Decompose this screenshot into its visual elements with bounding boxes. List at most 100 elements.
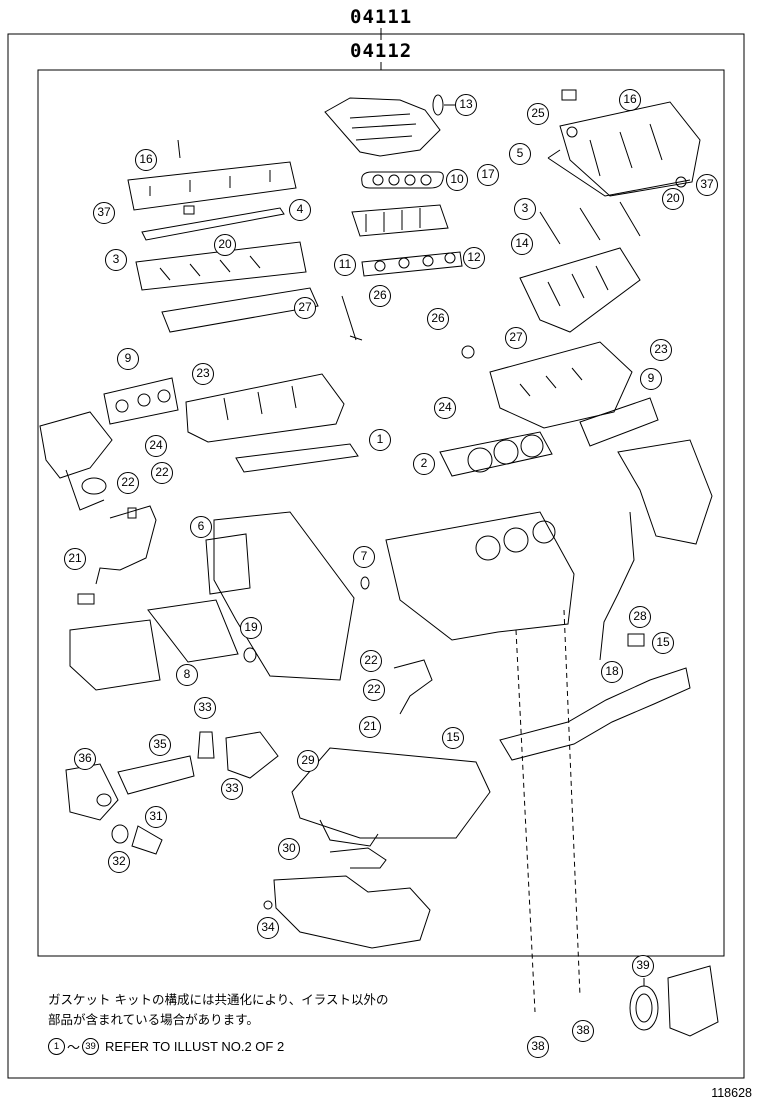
plenum-gasket-10-drawing [361, 171, 444, 189]
callout-25[interactable]: 25 [527, 103, 549, 125]
head-gasket-2-drawing [439, 431, 553, 477]
callout-20-right[interactable]: 20 [662, 188, 684, 210]
callout-36[interactable]: 36 [74, 748, 96, 770]
oil-pan-lower-drawing [273, 875, 431, 949]
outer-frame [7, 33, 745, 1079]
callout-8[interactable]: 8 [176, 664, 198, 686]
o-ring-32 [111, 824, 129, 844]
callout-9-right[interactable]: 9 [640, 368, 662, 390]
reference-start-callout: 1 [48, 1038, 65, 1055]
left-exhaust-pipe [65, 469, 105, 511]
left-cam-housing-detail [159, 255, 261, 281]
exhaust-gasket-9-left-drawing [103, 377, 179, 425]
callout-22-c[interactable]: 22 [360, 650, 382, 672]
callout-39[interactable]: 39 [632, 955, 654, 977]
callout-3-left[interactable]: 3 [105, 249, 127, 271]
oil-pan-upper-drawing [291, 747, 491, 839]
callout-33-bottom[interactable]: 33 [221, 778, 243, 800]
water-pump-gasket-6-drawing [205, 533, 251, 595]
lower-intake-detail [365, 208, 421, 232]
left-valve-cover-bolts [149, 170, 271, 196]
gasket-11-port-a [374, 260, 386, 272]
callout-7[interactable]: 7 [353, 546, 375, 568]
gasket-9-left-port-a [115, 399, 129, 413]
callout-2[interactable]: 2 [413, 453, 435, 475]
callout-34[interactable]: 34 [257, 917, 279, 939]
seal-19 [243, 647, 257, 663]
callout-23-left[interactable]: 23 [192, 363, 214, 385]
callout-28[interactable]: 28 [629, 606, 651, 628]
spark-seals-20-right [539, 201, 641, 245]
reference-text: REFER TO ILLUST NO.2 OF 2 [105, 1039, 285, 1054]
callout-15-bottom[interactable]: 15 [442, 727, 464, 749]
seal-37-right [675, 176, 687, 188]
note-japanese-line-1: ガスケット キットの構成には共通化により、イラスト以外の [48, 992, 389, 1007]
drain-plug-34 [263, 900, 273, 910]
head-gasket-1-drawing [235, 443, 359, 473]
callout-35[interactable]: 35 [149, 734, 171, 756]
callout-6[interactable]: 6 [190, 516, 212, 538]
block-bore-a [475, 535, 501, 561]
callout-26-right[interactable]: 26 [427, 308, 449, 330]
callout-22-d[interactable]: 22 [363, 679, 385, 701]
callout-4[interactable]: 4 [289, 199, 311, 221]
callout-27-left[interactable]: 27 [294, 297, 316, 319]
water-inlet-drawing [225, 731, 279, 779]
callout-15-right[interactable]: 15 [652, 632, 674, 654]
callout-37-right[interactable]: 37 [696, 174, 718, 196]
seal-25 [566, 126, 578, 138]
callout-38-left[interactable]: 38 [527, 1036, 549, 1058]
callout-9-left[interactable]: 9 [117, 348, 139, 370]
callout-29[interactable]: 29 [297, 750, 319, 772]
rear-oil-seal-39-inner [635, 993, 653, 1023]
callout-10[interactable]: 10 [446, 169, 468, 191]
note-japanese-line-2: 部品が含まれている場合があります。 [48, 1012, 259, 1027]
callout-18[interactable]: 18 [601, 661, 623, 683]
note-japanese: ガスケット キットの構成には共通化により、イラスト以外の 部品が含まれている場合… [48, 990, 468, 1030]
callout-16-left[interactable]: 16 [135, 149, 157, 171]
callout-32[interactable]: 32 [108, 851, 130, 873]
callout-5[interactable]: 5 [509, 143, 531, 165]
callout-33-top[interactable]: 33 [194, 697, 216, 719]
gasket-9-left-port-c [157, 389, 171, 403]
water-pipe-left-drawing [95, 505, 157, 585]
rear-seal-retainer-drawing [667, 965, 719, 1037]
water-pipe-right-drawing [499, 667, 691, 761]
callout-31[interactable]: 31 [145, 806, 167, 828]
valve-cover-gasket-4-drawing [141, 207, 285, 241]
callout-24-left[interactable]: 24 [145, 435, 167, 457]
callout-37-left[interactable]: 37 [93, 202, 115, 224]
callout-16-right[interactable]: 16 [619, 89, 641, 111]
callout-12[interactable]: 12 [463, 247, 485, 269]
callout-22-b[interactable]: 22 [151, 462, 173, 484]
callout-19[interactable]: 19 [240, 617, 262, 639]
gasket-10-port-d [420, 174, 432, 186]
callout-21-left[interactable]: 21 [64, 548, 86, 570]
gasket-11-port-b [398, 257, 410, 269]
callout-26-left[interactable]: 26 [369, 285, 391, 307]
callout-30[interactable]: 30 [278, 838, 300, 860]
gasket-9-left-port-b [137, 393, 151, 407]
gasket-11-port-d [444, 252, 456, 264]
rear-oil-seal-39-drawing [629, 985, 659, 1031]
gasket-10-port-a [372, 174, 384, 186]
callout-3-right[interactable]: 3 [514, 198, 536, 220]
callout-24-right[interactable]: 24 [434, 397, 456, 419]
callout-22-a[interactable]: 22 [117, 472, 139, 494]
callout-38-right[interactable]: 38 [572, 1020, 594, 1042]
callout-1[interactable]: 1 [369, 429, 391, 451]
gasket-11-port-c [422, 255, 434, 267]
callout-21-center[interactable]: 21 [359, 716, 381, 738]
right-valve-cover-drawing [559, 101, 701, 197]
callout-27-right[interactable]: 27 [505, 327, 527, 349]
callout-14[interactable]: 14 [511, 233, 533, 255]
right-head-ports [519, 367, 583, 397]
callout-13[interactable]: 13 [455, 94, 477, 116]
callout-17[interactable]: 17 [477, 164, 499, 186]
callout-11[interactable]: 11 [334, 254, 356, 276]
callout-20-left[interactable]: 20 [214, 234, 236, 256]
cylinder-block-drawing [385, 511, 575, 641]
block-bore-b [503, 527, 529, 553]
subassembly-code: 04112 [350, 40, 413, 62]
callout-23-right[interactable]: 23 [650, 339, 672, 361]
